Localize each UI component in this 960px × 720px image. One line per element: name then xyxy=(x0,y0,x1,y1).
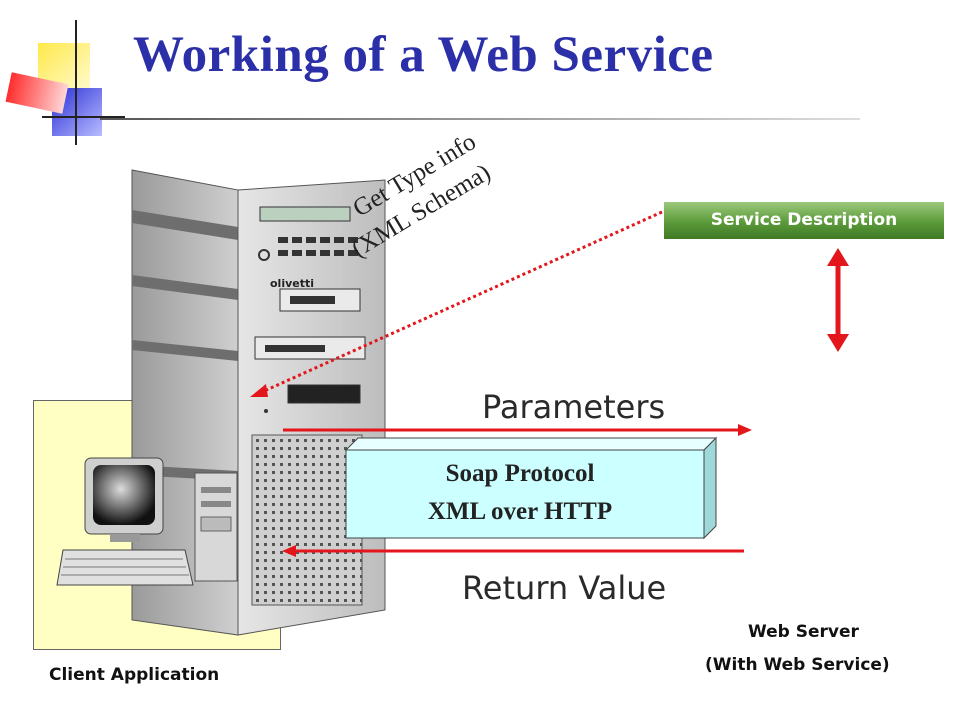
title-underline xyxy=(100,118,860,120)
slide-title: Working of a Web Service xyxy=(133,27,714,83)
soap-protocol-label: Soap Protocol xyxy=(445,460,595,487)
soap-protocol-box-shape xyxy=(344,436,718,540)
web-server-subtitle: (With Web Service) xyxy=(705,655,890,675)
client-computer xyxy=(56,457,238,586)
title-logo-squares xyxy=(5,20,125,145)
service-description-bar: Service Description xyxy=(664,202,944,239)
parameters-label: Parameters xyxy=(482,388,666,426)
return-value-label: Return Value xyxy=(462,569,667,607)
parameters-arrow-head xyxy=(738,424,752,436)
web-server-label: Web Server xyxy=(748,622,859,642)
dotted-arrow-head xyxy=(250,384,268,397)
xml-over-http-label: XML over HTTP xyxy=(427,498,613,525)
client-application-label: Client Application xyxy=(49,665,220,685)
server-tower: olivetti xyxy=(131,169,386,636)
get-type-info-dotted-arrow xyxy=(261,210,663,394)
return-value-arrow-head xyxy=(282,545,296,557)
server-brand-label: olivetti xyxy=(270,277,314,290)
